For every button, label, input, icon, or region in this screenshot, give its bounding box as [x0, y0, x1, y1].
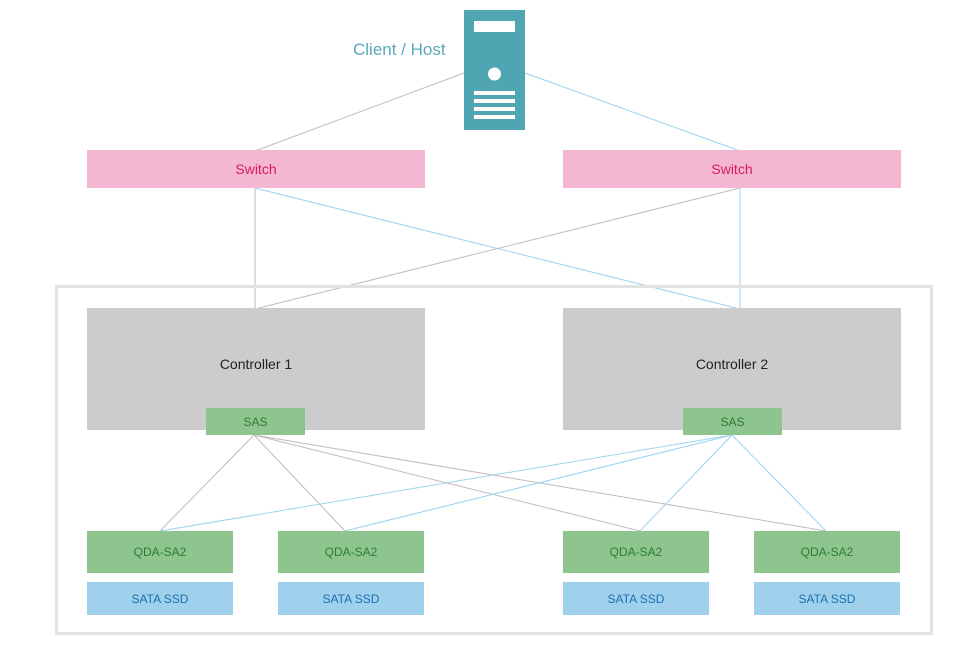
adapter-4-label: QDA-SA2: [800, 545, 854, 559]
sas-port-2: SAS: [683, 408, 782, 435]
adapter-4: QDA-SA2: [754, 531, 900, 573]
ssd-2-label: SATA SSD: [322, 591, 380, 606]
link-host-switch-1: [254, 72, 465, 152]
switch-2: Switch: [563, 150, 901, 188]
link-sas1-drive2: [253, 434, 346, 532]
adapter-3-label: QDA-SA2: [609, 545, 663, 559]
host-label: Client / Host: [353, 40, 446, 59]
ssd-1: SATA SSD: [87, 582, 233, 615]
storage-enclosure: [55, 285, 933, 635]
server-vent-2: [474, 99, 515, 103]
adapter-2-label: QDA-SA2: [324, 545, 378, 559]
link-sas1-drive1: [159, 434, 255, 532]
ssd-4: SATA SSD: [754, 582, 900, 615]
link-sas2-drive4: [731, 434, 827, 532]
server-power-light: [488, 67, 501, 81]
adapter-1-label: QDA-SA2: [133, 545, 187, 559]
ssd-3-label: SATA SSD: [607, 591, 665, 606]
link-sas2-drive3: [639, 434, 733, 532]
sas-port-1-label: SAS: [243, 414, 268, 429]
switch-1-label: Switch: [235, 161, 277, 177]
server-icon: [464, 10, 525, 130]
adapter-3: QDA-SA2: [563, 531, 709, 573]
server-drive-bay: [474, 21, 515, 32]
switch-2-label: Switch: [711, 161, 753, 177]
controller-2-label: Controller 2: [695, 356, 769, 372]
server-vent-1: [474, 91, 515, 95]
ssd-4-label: SATA SSD: [798, 591, 856, 606]
link-host-switch-2: [524, 72, 741, 152]
ssd-1-label: SATA SSD: [131, 591, 189, 606]
adapter-2: QDA-SA2: [278, 531, 424, 573]
sas-port-1: SAS: [206, 408, 305, 435]
adapter-1: QDA-SA2: [87, 531, 233, 573]
switch-1: Switch: [87, 150, 425, 188]
controller-1-label: Controller 1: [219, 356, 293, 372]
ssd-3: SATA SSD: [563, 582, 709, 615]
server-vent-3: [474, 107, 515, 111]
ssd-2: SATA SSD: [278, 582, 424, 615]
link-sas2-drive2: [344, 434, 733, 532]
sas-port-2-label: SAS: [720, 414, 745, 429]
link-sas2-drive1: [159, 434, 733, 532]
link-switch2-ctrl1: [254, 187, 741, 310]
server-vent-4: [474, 115, 515, 119]
